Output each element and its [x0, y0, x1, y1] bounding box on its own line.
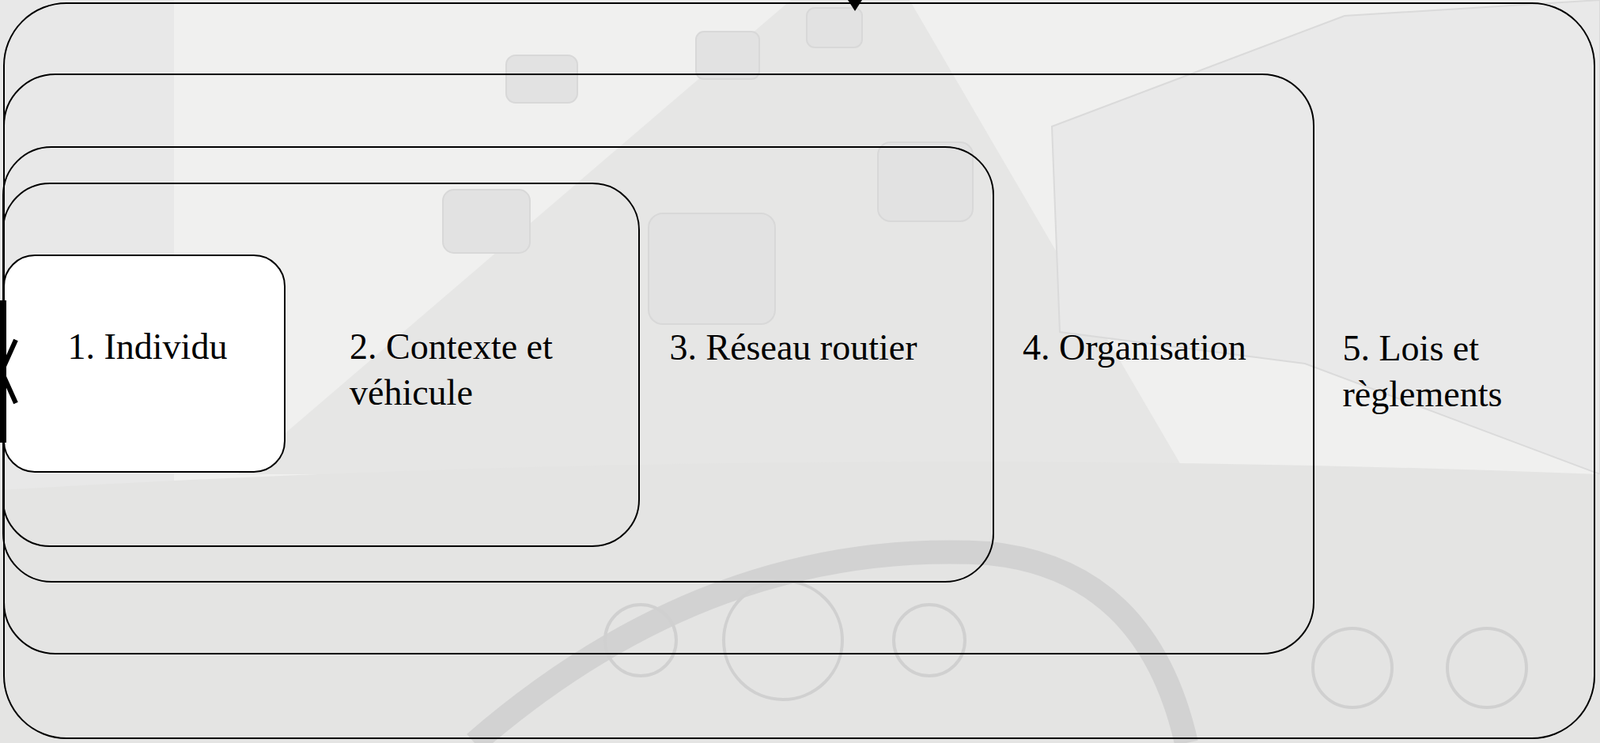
side-bar [0, 300, 7, 443]
layer-label: 1. Individu [68, 324, 274, 371]
side-mark [1, 340, 16, 404]
layer-box: 4. Organisation 3. Réseau routier 2. Conte… [3, 73, 1315, 655]
layer-box: 5. Lois et règlements 4. Organisation 3. R… [3, 2, 1596, 740]
layer-box: 3. Réseau routier 2. Contexte et véhicule… [2, 146, 995, 583]
layer-box: 2. Contexte et véhicule 1. Individu [2, 182, 640, 548]
layer-box: 1. Individu [3, 254, 286, 473]
layer-label: 4. Organisation [1022, 325, 1292, 371]
layer-label: 3. Réseau routier [669, 325, 955, 371]
top-marker [847, 0, 863, 12]
layer-label: 2. Contexte et véhicule [349, 324, 556, 417]
layer-label: 5. Lois et règlements [1342, 325, 1549, 418]
